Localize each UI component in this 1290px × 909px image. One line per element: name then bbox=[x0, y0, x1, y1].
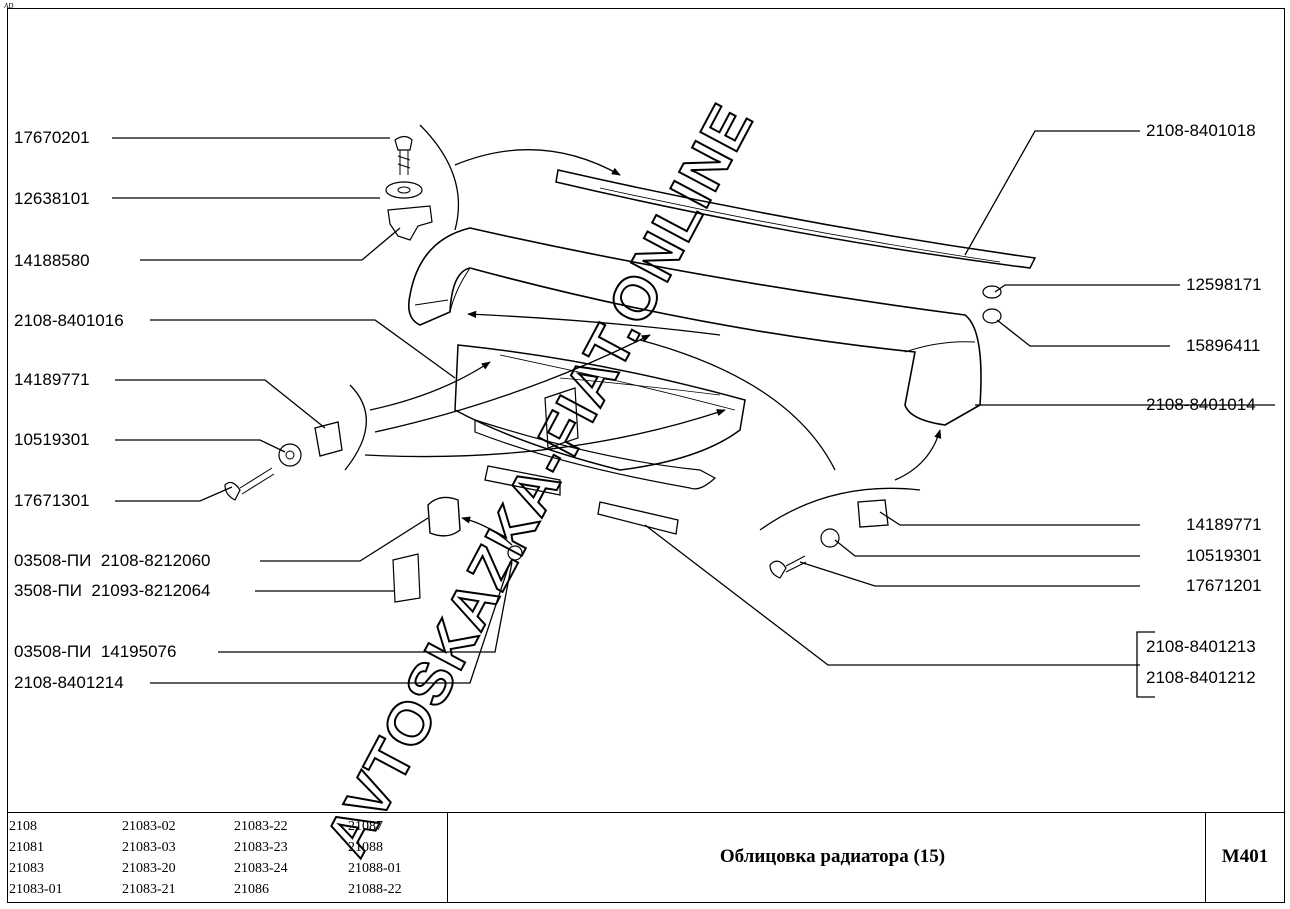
arrow-to-grille-right bbox=[364, 409, 726, 458]
label-14189771-right: 14189771 bbox=[1186, 515, 1262, 534]
label-17671201: 17671201 bbox=[1186, 576, 1262, 595]
arrow-to-clip bbox=[461, 516, 513, 546]
clip-right bbox=[857, 499, 889, 528]
model-cell: 21088 bbox=[348, 840, 383, 855]
model-cell: 21083-20 bbox=[122, 861, 176, 876]
leader-17671201 bbox=[799, 561, 1140, 587]
nut-14195076 bbox=[507, 545, 523, 561]
label-12598171: 12598171 bbox=[1186, 275, 1262, 294]
sheet-code: M401 bbox=[1221, 846, 1269, 867]
leader-8212060 bbox=[260, 517, 429, 562]
label-17670201: 17670201 bbox=[14, 128, 90, 147]
model-cell: 21083 bbox=[9, 861, 44, 876]
washer-15896411 bbox=[982, 308, 1002, 324]
leader-10519301-right bbox=[834, 539, 1140, 557]
model-cell: 21087 bbox=[348, 819, 383, 834]
model-cell: 21083-21 bbox=[122, 882, 176, 897]
emblem-8212060 bbox=[427, 496, 461, 537]
grille bbox=[454, 344, 746, 471]
title-block-divider-1 bbox=[447, 813, 448, 903]
model-cell: 21083-24 bbox=[234, 861, 288, 876]
model-cell: 21081 bbox=[9, 840, 44, 855]
label-3508-21093-8212064: 3508-ПИ 21093-8212064 bbox=[14, 581, 211, 600]
leader-14189771-left bbox=[115, 379, 326, 429]
leader-15896411 bbox=[996, 319, 1170, 347]
screw-right bbox=[769, 560, 787, 579]
model-cell: 21088-01 bbox=[348, 861, 402, 876]
leader-14189771-right bbox=[879, 511, 1140, 526]
model-cell: 21083-03 bbox=[122, 840, 176, 855]
clip-top bbox=[387, 205, 433, 241]
label-14188580: 14188580 bbox=[14, 251, 90, 270]
leader-12598171 bbox=[994, 284, 1180, 293]
nut-12598171 bbox=[982, 285, 1002, 299]
label-2108-8401214: 2108-8401214 bbox=[14, 673, 124, 692]
label-10519301-left: 10519301 bbox=[14, 430, 90, 449]
leader-2108-8401214 bbox=[150, 561, 511, 684]
label-2108-8401016: 2108-8401016 bbox=[14, 311, 124, 330]
model-cell: 21083-23 bbox=[234, 840, 288, 855]
label-10519301-right: 10519301 bbox=[1186, 546, 1262, 565]
arrow-to-trim bbox=[454, 149, 621, 176]
model-cell: 21086 bbox=[234, 882, 269, 897]
title-block-divider-2 bbox=[1205, 813, 1206, 903]
leader-bracket-right bbox=[1136, 631, 1155, 698]
label-2108-8401212: 2108-8401212 bbox=[1146, 668, 1256, 687]
label-14189771-left: 14189771 bbox=[14, 370, 90, 389]
label-2108-8401018: 2108-8401018 bbox=[1146, 121, 1256, 140]
grille-emblem-mount bbox=[544, 387, 579, 449]
leader-8401213 bbox=[644, 524, 1140, 666]
radiator-frame bbox=[407, 227, 982, 426]
model-cell: 2108 bbox=[9, 819, 37, 834]
leader-14195076 bbox=[218, 561, 513, 653]
label-03508-2108-8212060: 03508-ПИ 2108-8212060 bbox=[14, 551, 211, 570]
label-03508-14195076: 03508-ПИ 14195076 bbox=[14, 642, 177, 661]
title-block: 2108 21081 21083 21083-01 21083-02 21083… bbox=[7, 812, 1285, 903]
arrow-to-grille-center bbox=[374, 334, 651, 433]
arc-top-left bbox=[419, 124, 460, 231]
arc-bottom-right bbox=[759, 487, 921, 531]
model-cell: 21088-22 bbox=[348, 882, 402, 897]
corner-mark: AD bbox=[4, 2, 14, 10]
label-17671301: 17671301 bbox=[14, 491, 90, 510]
label-2108-8401014: 2108-8401014 bbox=[1146, 395, 1256, 414]
washer-left bbox=[278, 443, 302, 467]
screw-top bbox=[394, 135, 413, 151]
washer-top bbox=[385, 181, 423, 199]
arrow-to-frame bbox=[467, 310, 721, 336]
leader-2108-8401016 bbox=[150, 319, 456, 379]
arc-mid-left bbox=[344, 384, 367, 471]
arc-center bbox=[639, 339, 836, 471]
leader-14188580-tip bbox=[361, 227, 401, 261]
emblem-8212064 bbox=[392, 553, 421, 603]
lower-trim-right bbox=[597, 501, 679, 535]
leader-17671301 bbox=[115, 486, 233, 502]
washer-right bbox=[820, 528, 840, 548]
label-15896411: 15896411 bbox=[1186, 336, 1261, 355]
arrow-to-grille-left bbox=[369, 361, 491, 411]
trim-strip bbox=[555, 169, 1037, 269]
sheet-caption: Облицовка радиатора (15) bbox=[719, 846, 946, 867]
arrow-to-frame-right bbox=[894, 429, 942, 481]
clip-left bbox=[314, 421, 343, 457]
label-2108-8401213: 2108-8401213 bbox=[1146, 637, 1256, 656]
model-cell: 21083-01 bbox=[9, 882, 63, 897]
lower-trim-left bbox=[484, 465, 561, 496]
model-cell: 21083-02 bbox=[122, 819, 176, 834]
label-12638101: 12638101 bbox=[14, 189, 90, 208]
model-cell: 21083-22 bbox=[234, 819, 288, 834]
leader-2108-8401018 bbox=[964, 130, 1140, 256]
leader-10519301-left bbox=[115, 439, 286, 453]
screw-left bbox=[224, 481, 241, 501]
